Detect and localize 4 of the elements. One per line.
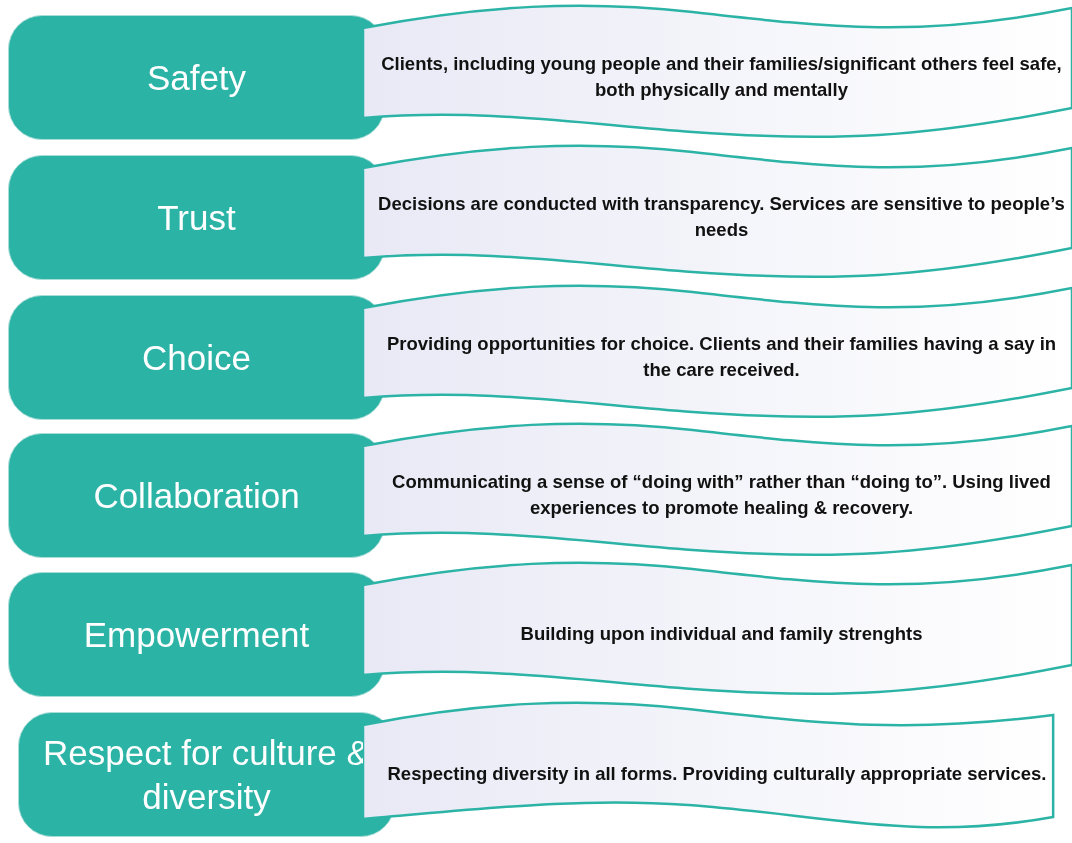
description-text: Communicating a sense of “doing with” rather than “doing to”. Using lived experiences to promote healing & recovery. [391,470,1052,520]
description-text: Building upon individual and family strenghts [520,622,923,647]
description-text: Providing opportunities for choice. Clients and their families having a say in the care received. [385,332,1058,382]
description-text: Respecting diversity in all forms. Providing culturally appropriate services. [387,762,1047,787]
